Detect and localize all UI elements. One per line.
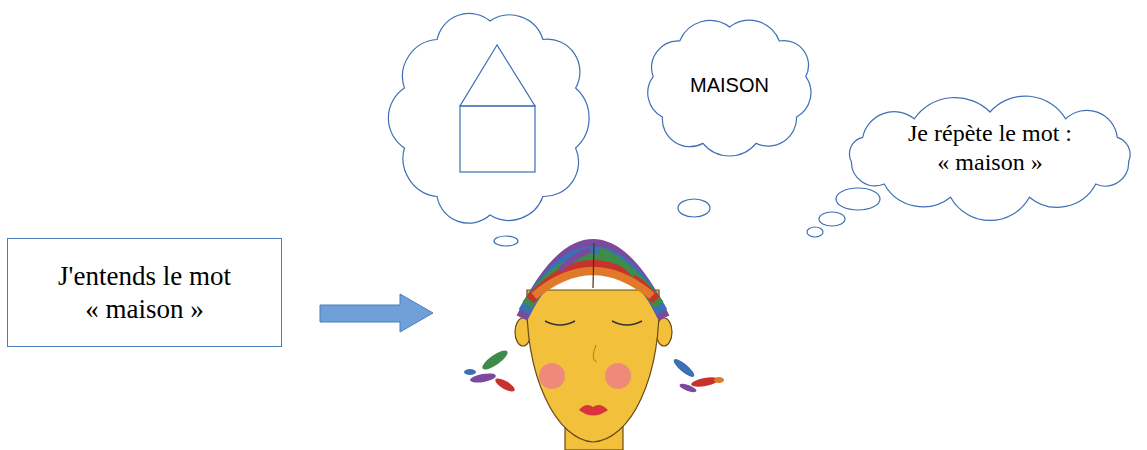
thought-cloud: Je répète le mot : « maison »	[835, 97, 1145, 214]
block-arrow	[320, 294, 433, 332]
hair-strand	[600, 250, 635, 275]
thought-cloud: MAISON	[637, 12, 822, 162]
node-text: J'entends le mot « maison »	[14, 260, 276, 325]
thought-cloud	[388, 13, 589, 223]
face	[527, 290, 659, 442]
pigtail	[679, 382, 698, 394]
hair-strand	[560, 250, 590, 270]
node-text: Je répète le mot : « maison »	[870, 119, 1110, 177]
nose	[593, 345, 597, 362]
cheek	[605, 363, 631, 389]
text-box: J'entends le mot « maison »	[7, 238, 282, 347]
pigtail	[691, 376, 720, 389]
thought-bubble	[807, 227, 823, 237]
pigtail	[480, 347, 510, 372]
thought-bubble	[678, 199, 710, 217]
cheek	[539, 363, 565, 389]
thought-bubble	[819, 212, 845, 226]
girl-face	[464, 243, 724, 450]
house-roof	[460, 45, 535, 106]
pigtail	[493, 376, 516, 394]
closed-eye	[545, 321, 575, 325]
cloud-outline	[849, 96, 1130, 220]
closed-eye	[612, 321, 642, 325]
lips	[579, 405, 608, 415]
pigtail	[671, 357, 696, 380]
thought-bubble	[836, 188, 880, 210]
pigtail	[464, 369, 476, 375]
pigtail	[714, 377, 724, 383]
node-text: MAISON	[645, 73, 815, 97]
thought-bubble	[494, 236, 518, 246]
house-wall	[460, 106, 535, 172]
hair-parting	[593, 243, 594, 288]
